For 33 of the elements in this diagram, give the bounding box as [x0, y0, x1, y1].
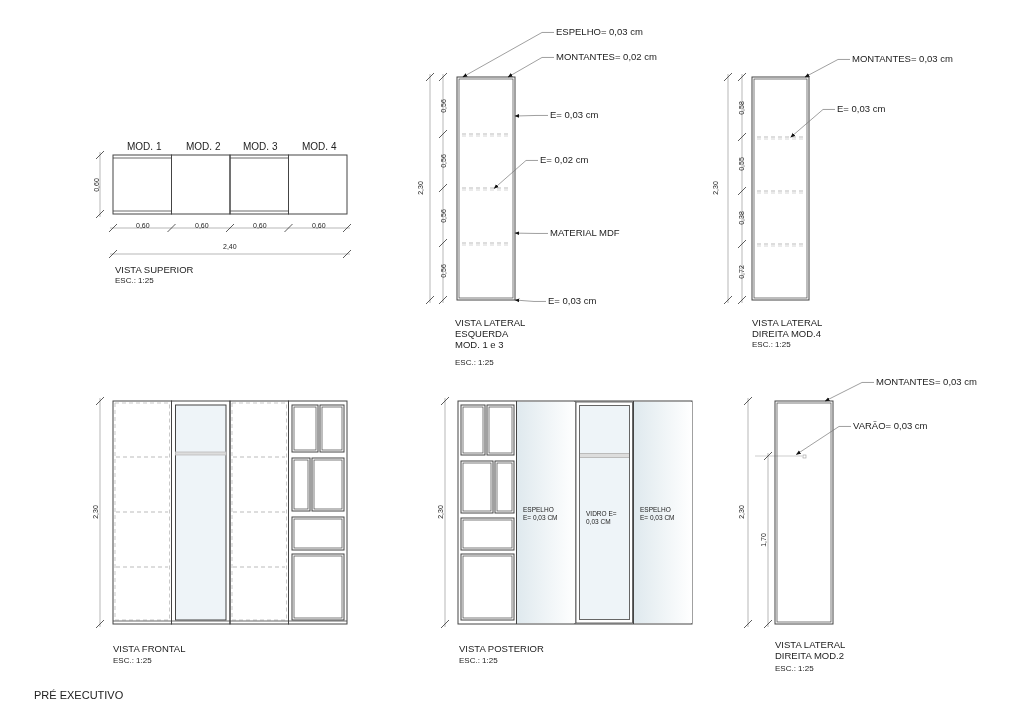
- scale-note: ESC.: 1:25: [459, 656, 498, 666]
- module-label: MOD. 1: [127, 141, 162, 153]
- callout-label: MONTANTES= 0,03 cm: [852, 54, 953, 65]
- scale-note: ESC.: 1:25: [775, 664, 814, 674]
- side-view-drawing: [754, 400, 834, 625]
- mirror-panel: [634, 402, 692, 623]
- callout-label: MATERIAL MDF: [550, 228, 620, 239]
- module-label: MOD. 2: [186, 141, 221, 153]
- mirror-panel: [517, 402, 575, 623]
- callout-label: VARÃO= 0,03 cm: [853, 421, 928, 432]
- view-title: VISTA LATERAL DIREITA MOD.2: [775, 640, 847, 662]
- side-view-drawing: [751, 76, 810, 301]
- glass-panel: [579, 405, 630, 620]
- callout-label: MONTANTES= 0,03 cm: [876, 377, 977, 388]
- scale-note: ESC.: 1:25: [752, 340, 791, 350]
- view-title: VISTA SUPERIOR: [115, 265, 194, 276]
- scale-note: ESC.: 1:25: [455, 358, 494, 368]
- module-label: MOD. 3: [243, 141, 278, 153]
- scale-note: ESC.: 1:25: [115, 276, 154, 286]
- scale-note: ESC.: 1:25: [113, 656, 152, 666]
- callout-label: E= 0,03 cm: [548, 296, 597, 307]
- view-title: VISTA LATERAL ESQUERDA MOD. 1 e 3: [455, 318, 527, 351]
- view-title: VISTA POSTERIOR: [459, 644, 544, 655]
- view-title: VISTA LATERAL DIREITA MOD.4: [752, 318, 824, 340]
- callout-label: MONTANTES= 0,02 cm: [556, 52, 657, 63]
- callout-label: ESPELHO= 0,03 cm: [556, 27, 643, 38]
- sheet-title: PRÉ EXECUTIVO: [34, 689, 124, 702]
- callout-label: E= 0,03 cm: [550, 110, 599, 121]
- callout-label: E= 0,02 cm: [540, 155, 589, 166]
- side-view-drawing: [456, 76, 516, 301]
- callout-label: E= 0,03 cm: [837, 104, 886, 115]
- module-label: MOD. 4: [302, 141, 337, 153]
- view-title: VISTA FRONTAL: [113, 644, 186, 655]
